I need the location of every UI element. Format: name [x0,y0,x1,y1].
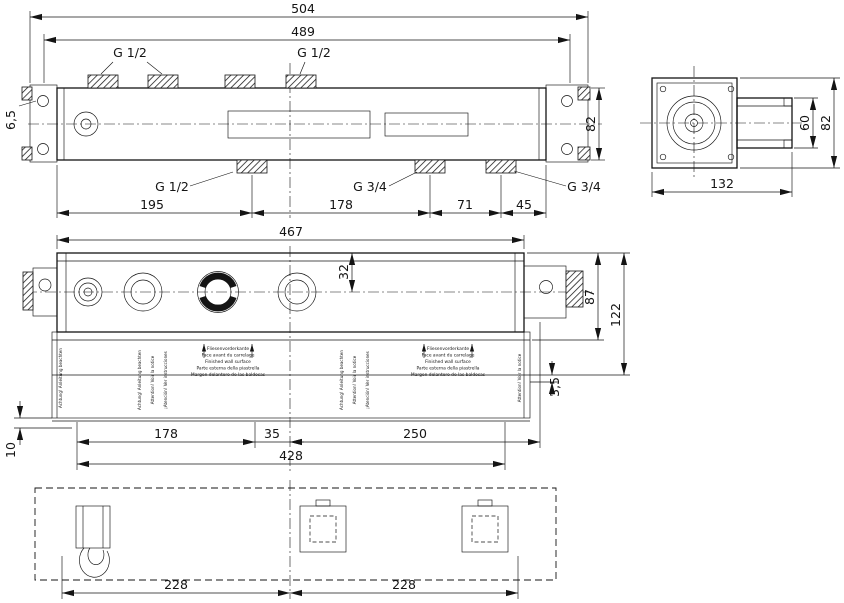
dim-body-height: 82 [583,87,605,161]
plan-dimensions: 228 228 [61,556,519,599]
front-right-bracket [523,265,584,319]
dim-195-label: 195 [140,197,164,212]
plan-bracket-right [461,499,509,553]
knob-1 [73,277,103,307]
front-left-bracket [22,267,58,317]
dim-178-front-label: 178 [154,426,178,441]
plan-left-clip [75,505,111,578]
port-label-g34-bottom-mid: G 3/4 [353,179,387,194]
wall-text-fr: Face avant du carrelage [422,353,475,359]
wall-surface-text-right: Fliesenvorderkante Face avant du carrela… [411,344,486,378]
wall-text-es: Margen delantero de las baldosas [411,372,486,378]
wall-text-de: Fliesenvorderkante [207,346,249,352]
mounting-hole [561,143,573,155]
left-mounting-bracket [21,84,58,163]
dim-body-height-label: 82 [583,116,598,132]
dim-132-label: 132 [710,176,734,191]
port-label-g12-top-center: G 1/2 [297,45,331,60]
dim-228-right-label: 228 [392,577,416,592]
dim-housing-depth: 132 [651,152,793,197]
warning-edge-left: Achtung! Anleitung beachten [58,348,63,408]
dim-35mm-label: 3,5 [547,377,562,397]
warning-text-plate-edges: Achtung! Anleitung beachten Attention! V… [58,348,522,408]
top-view-dimensions-bottom: 195 178 71 45 [56,165,547,218]
warning-fr: Attention! Voir la notice [150,355,155,404]
plan-view: 228 228 [34,480,557,599]
top-view: 504 489 G 1/2 G 1/2 [3,1,605,218]
mounting-hole [37,95,49,107]
dim-178-label: 178 [329,197,353,212]
front-view-dimensions-bottom: 178 35 250 428 [76,322,541,470]
warning-fr: Attention! Voir la notice [352,355,357,404]
top-connection-ports [87,74,317,89]
dim-spigot-height: 60 [794,97,818,149]
dim-35-front-label: 35 [264,426,280,441]
dim-body-width: 489 [291,24,315,39]
warning-de: Achtung! Anleitung beachten [137,350,142,410]
warning-text-group-left: Achtung! Anleitung beachten Attention! V… [137,350,168,410]
plan-bracket-center [299,499,347,553]
dim-bottom-edge: 10 [3,401,72,458]
dim-87-label: 87 [582,289,597,305]
wall-text-de: Fliesenvorderkante [427,346,469,352]
dim-front-width: 467 [56,224,525,249]
wall-text-en: Finished wall surface [205,359,251,365]
dim-122-label: 122 [608,303,623,327]
port-label-g12-bottom: G 1/2 [155,179,189,194]
warning-edge-right: Attention! Voir la notice [517,353,522,402]
warning-de: Achtung! Anleitung beachten [339,350,344,410]
dim-overall-width: 504 [291,1,315,16]
dim-82-side-label: 82 [818,115,833,131]
warning-es: ¡Atención! Ver instrucciones [365,351,370,409]
top-view-dimensions-top: 504 489 [29,1,589,83]
wall-surface-text-left: Fliesenvorderkante Face avant du carrela… [191,344,266,378]
dim-tile-thickness: 3,5 [530,361,562,397]
knob-2 [123,272,163,312]
body-port-circle [73,111,99,137]
knob-4 [277,272,317,312]
wall-text-it: Parte esterna della piastrella [416,366,479,372]
wall-text-it: Parte esterna della piastrella [196,366,259,372]
dim-32-label: 32 [336,264,351,280]
body-slot-2 [384,112,469,137]
right-mounting-bracket [545,84,591,163]
port-label-g34-bottom-right: G 3/4 [567,179,601,194]
knob-3-thermostat [197,271,239,313]
warning-text-group-right: Achtung! Anleitung beachten Attention! V… [339,350,370,410]
dim-housing-height: 82 [740,77,840,169]
dim-428-label: 428 [279,448,303,463]
wall-text-es: Margen delantero de las baldosas [191,372,266,378]
bottom-port-labels: G 1/2 G 3/4 G 3/4 [155,170,601,194]
housing-spigot [736,97,793,149]
dim-45-label: 45 [516,197,532,212]
front-view: 467 [3,224,630,472]
wall-text-fr: Face avant du carrelage [202,353,255,359]
dim-250-front-label: 250 [403,426,427,441]
front-body [56,252,525,333]
dim-71-label: 71 [457,197,473,212]
dim-60-label: 60 [797,115,812,131]
plan-outline [34,487,557,581]
port-label-g12-top-left: G 1/2 [113,45,147,60]
mounting-hole [561,95,573,107]
warning-es: ¡Atención! Ver instrucciones [163,351,168,409]
side-view: 60 82 132 [640,66,840,197]
dim-467-label: 467 [279,224,303,239]
dim-hole-diameter: 6,5 [3,100,37,130]
dim-228-left-label: 228 [164,577,188,592]
dim-10-label: 10 [3,442,18,458]
dim-wall-depths: 87 122 [527,252,630,376]
body-slot-1 [227,110,371,139]
mounting-hole [37,143,49,155]
top-port-labels: G 1/2 G 1/2 [100,45,331,75]
dim-axis-offset: 32 [336,253,356,292]
bottom-connection-ports [236,159,517,174]
dim-hole-label: 6,5 [3,110,18,130]
wall-text-en: Finished wall surface [425,359,471,365]
